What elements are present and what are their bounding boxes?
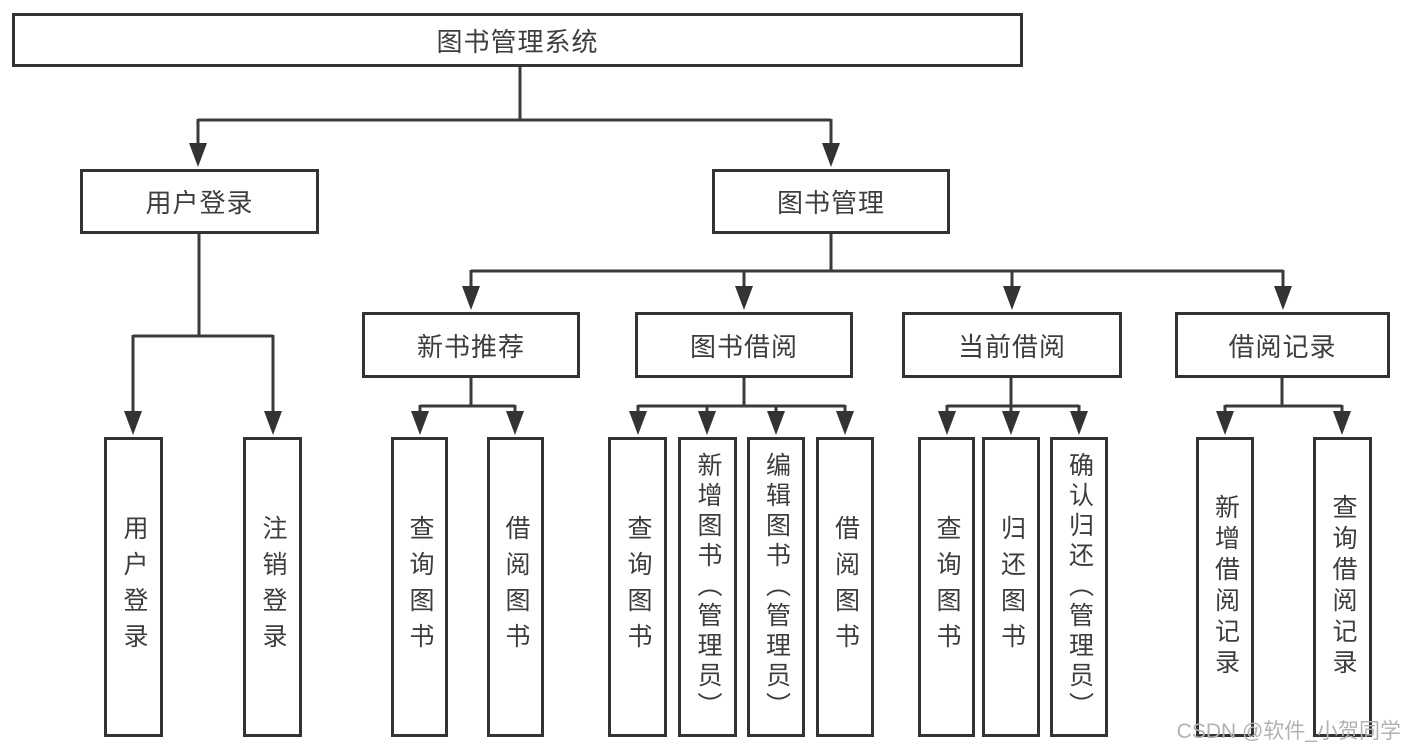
leaf-user-login-label: 用户登录 (120, 515, 148, 659)
leaf-user-login: 用户登录 (104, 437, 163, 737)
node-borrow-records-label: 借阅记录 (1228, 331, 1337, 362)
leaf-add-book-admin-label: 新增图书（管理员） (694, 452, 722, 722)
node-root-label: 图书管理系统 (436, 26, 599, 57)
leaf-edit-book-admin: 编辑图书（管理员） (747, 437, 805, 737)
leaf-add-book-admin: 新增图书（管理员） (678, 437, 737, 737)
node-user-login-label: 用户登录 (145, 188, 254, 218)
leaf-recommend-query-book: 查询图书 (391, 437, 448, 737)
node-book-borrow-label: 图书借阅 (689, 331, 798, 362)
leaf-edit-book-admin-label: 编辑图书（管理员） (762, 452, 791, 722)
node-borrow-records: 借阅记录 (1175, 312, 1390, 378)
leaf-confirm-return-admin-label: 确认归还（管理员） (1065, 452, 1094, 722)
leaf-return-book-label: 归还图书 (997, 515, 1026, 659)
leaf-recommend-borrow-book: 借阅图书 (487, 437, 544, 737)
leaf-query-borrow-record-label: 查询借阅记录 (1329, 494, 1357, 680)
leaf-add-borrow-record-label: 新增借阅记录 (1211, 494, 1240, 680)
node-current-borrow: 当前借阅 (902, 312, 1122, 378)
leaf-borrow-query-book: 查询图书 (608, 437, 667, 737)
leaf-recommend-query-book-label: 查询图书 (406, 515, 434, 659)
node-new-book-recommend-label: 新书推荐 (416, 331, 525, 362)
node-book-borrow: 图书借阅 (635, 312, 853, 378)
leaf-logout: 注销登录 (243, 437, 302, 737)
leaf-borrow-query-book-label: 查询图书 (624, 515, 652, 659)
leaf-borrow-book-label: 借阅图书 (831, 515, 860, 659)
leaf-logout-label: 注销登录 (259, 515, 287, 659)
node-book-management: 图书管理 (712, 169, 950, 234)
leaf-current-query-book: 查询图书 (918, 437, 975, 737)
leaf-add-borrow-record: 新增借阅记录 (1196, 437, 1254, 737)
node-root: 图书管理系统 (12, 13, 1023, 67)
leaf-confirm-return-admin: 确认归还（管理员） (1050, 437, 1108, 737)
leaf-query-borrow-record: 查询借阅记录 (1313, 437, 1372, 737)
node-new-book-recommend: 新书推荐 (362, 312, 580, 378)
leaf-borrow-book: 借阅图书 (816, 437, 874, 737)
leaf-return-book: 归还图书 (982, 437, 1040, 737)
node-user-login: 用户登录 (80, 169, 319, 234)
leaf-recommend-borrow-book-label: 借阅图书 (502, 515, 530, 659)
csdn-watermark: CSDN @软件_小贺同学 (1176, 720, 1401, 743)
leaf-current-query-book-label: 查询图书 (933, 515, 961, 659)
node-book-management-label: 图书管理 (776, 188, 885, 218)
node-current-borrow-label: 当前借阅 (957, 331, 1066, 362)
